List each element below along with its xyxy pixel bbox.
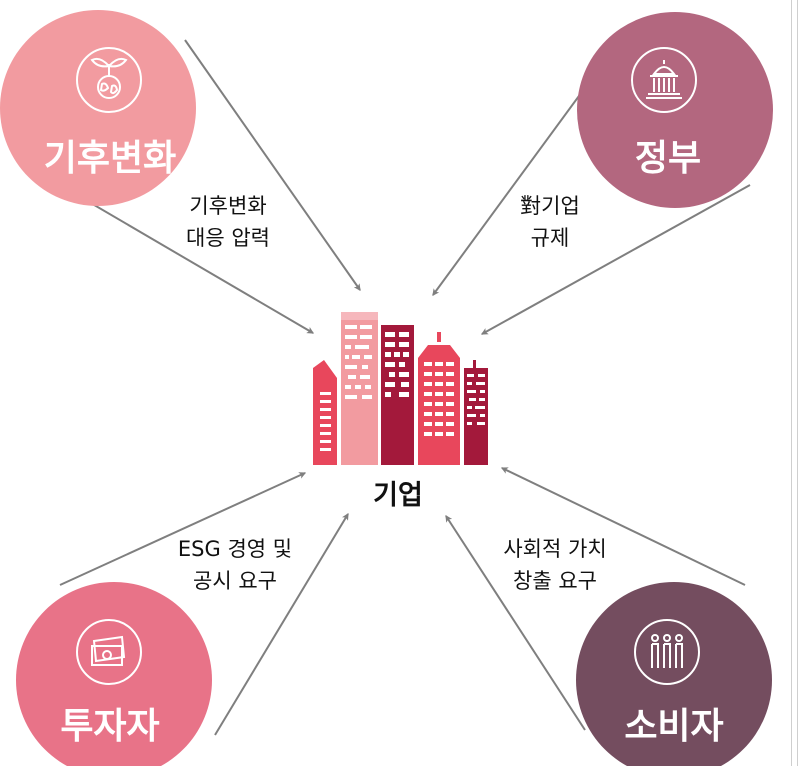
node-consumer-label: 소비자	[624, 706, 723, 747]
center-label: 기업	[373, 480, 423, 511]
node-investor: 투자자	[16, 582, 212, 766]
people-icon	[634, 619, 700, 685]
arrow-climate-2	[59, 184, 315, 334]
arrow-government-2	[480, 184, 751, 335]
node-consumer-circle	[576, 582, 772, 766]
node-investor-circle	[16, 582, 212, 766]
banknote-icon	[76, 619, 142, 685]
node-climate-label: 기후변화	[44, 138, 176, 179]
arrow-consumer-2	[500, 467, 746, 586]
edge-government-line2: 규제	[531, 226, 570, 250]
node-government-label: 정부	[635, 138, 701, 179]
city-buildings-icon	[313, 312, 488, 465]
edge-investor-line1: ESG 경영 및	[178, 537, 292, 561]
node-investor-label: 투자자	[60, 706, 159, 747]
edge-consumer-line1: 사회적 가치	[503, 537, 606, 561]
edge-investor-line2: 공시 요구	[193, 569, 277, 593]
arrow-consumer-1	[445, 515, 586, 731]
node-consumer: 소비자	[576, 582, 772, 766]
edge-government-line1: 對기업	[520, 194, 580, 218]
capitol-icon	[631, 47, 697, 113]
right-border	[791, 0, 798, 766]
arrow-investor-1	[59, 472, 307, 586]
arrow-investor-2	[214, 513, 349, 736]
edge-consumer-line2: 창출 요구	[513, 569, 597, 593]
globe-sprout-icon	[76, 47, 142, 113]
edge-climate-line2: 대응 압력	[186, 226, 270, 250]
edge-climate-line1: 기후변화	[189, 194, 266, 218]
arrow-climate-1	[184, 39, 361, 291]
node-government: 정부	[577, 12, 773, 208]
node-climate: 기후변화	[0, 10, 196, 206]
node-climate-circle	[0, 10, 196, 206]
